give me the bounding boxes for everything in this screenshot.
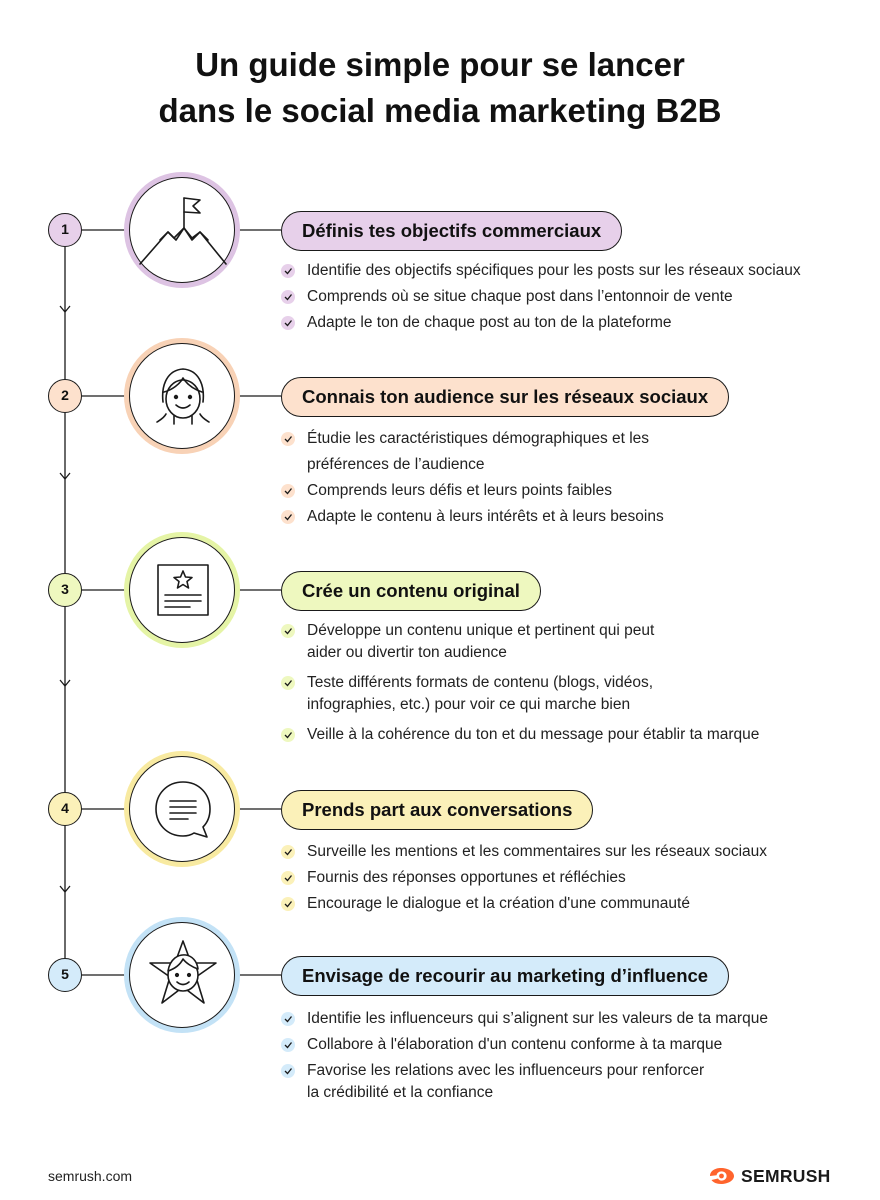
check-icon xyxy=(281,432,295,446)
list-item: Favorise les relations avec les influenc… xyxy=(281,1060,841,1082)
check-icon xyxy=(281,510,295,524)
brand-name: SEMRUSH xyxy=(741,1165,831,1186)
step-2-icon-circle xyxy=(129,343,235,449)
list-item: Veille à la cohérence du ton et du messa… xyxy=(281,724,841,746)
check-icon xyxy=(281,264,295,278)
step-1-title: Définis tes objectifs commerciaux xyxy=(281,211,623,251)
semrush-flame-icon xyxy=(710,1168,734,1184)
step-2-title: Connais ton audience sur les réseaux soc… xyxy=(281,377,730,417)
step-4-title: Prends part aux conversations xyxy=(281,790,594,830)
list-item: Collabore à l'élaboration d'un contenu c… xyxy=(281,1032,841,1058)
check-icon xyxy=(281,871,295,885)
list-item: Développe un contenu unique et pertinent… xyxy=(281,620,841,642)
check-icon xyxy=(281,1012,295,1026)
list-item: Comprends leurs défis et leurs points fa… xyxy=(281,478,841,504)
list-item-continuation: la crédibilité et la confiance xyxy=(307,1084,494,1101)
step-4-bullets: Surveille les mentions et les commentair… xyxy=(281,839,841,917)
check-icon xyxy=(281,316,295,330)
step-5-icon-circle xyxy=(129,922,235,1028)
check-icon xyxy=(281,1038,295,1052)
list-item: Teste différents formats de contenu (blo… xyxy=(281,672,841,694)
title-line-2: dans le social media marketing B2B xyxy=(158,92,722,129)
list-item: Adapte le ton de chaque post au ton de l… xyxy=(281,310,841,336)
step-number-3: 3 xyxy=(48,573,82,607)
list-item-continuation: préférences de l’audience xyxy=(307,456,485,473)
step-number-1: 1 xyxy=(48,213,82,247)
list-item: Encourage le dialogue et la création d'u… xyxy=(281,891,841,917)
page-title: Un guide simple pour se lancer dans le s… xyxy=(0,42,880,134)
step-3-bullets: Développe un contenu unique et pertinent… xyxy=(281,620,841,746)
content-card-star-icon xyxy=(157,564,209,616)
footer-url[interactable]: semrush.com xyxy=(48,1168,133,1184)
step-number-4: 4 xyxy=(48,792,82,826)
check-icon xyxy=(281,845,295,859)
semrush-logo[interactable]: SEMRUSH xyxy=(708,1163,831,1189)
list-item: Identifie les influenceurs qui s’alignen… xyxy=(281,1006,841,1032)
check-icon xyxy=(281,897,295,911)
list-item: Fournis des réponses opportunes et réflé… xyxy=(281,865,841,891)
speech-bubble-icon xyxy=(155,781,211,838)
mountain-flag-icon xyxy=(139,197,227,265)
list-item: Étudie les caractéristiques démographiqu… xyxy=(281,426,841,452)
influencer-star-icon xyxy=(149,940,217,1004)
person-face-icon xyxy=(156,368,210,425)
list-item: Surveille les mentions et les commentair… xyxy=(281,839,841,865)
step-2-bullets: Étudie les caractéristiques démographiqu… xyxy=(281,426,841,530)
step-number-2: 2 xyxy=(48,379,82,413)
list-item-continuation: infographies, etc.) pour voir ce qui mar… xyxy=(307,696,631,713)
step-3-title: Crée un contenu original xyxy=(281,571,541,611)
check-icon xyxy=(281,624,295,638)
step-1-bullets: Identifie des objectifs spécifiques pour… xyxy=(281,258,841,336)
check-icon xyxy=(281,1064,295,1078)
list-item: Adapte le contenu à leurs intérêts et à … xyxy=(281,504,841,530)
step-number-5: 5 xyxy=(48,958,82,992)
list-item: Comprends où se situe chaque post dans l… xyxy=(281,284,841,310)
check-icon xyxy=(281,728,295,742)
check-icon xyxy=(281,676,295,690)
check-icon xyxy=(281,290,295,304)
list-item: Identifie des objectifs spécifiques pour… xyxy=(281,258,841,284)
title-line-1: Un guide simple pour se lancer xyxy=(195,46,685,83)
step-5-title: Envisage de recourir au marketing d’infl… xyxy=(281,956,730,996)
check-icon xyxy=(281,484,295,498)
list-item-continuation: aider ou divertir ton audience xyxy=(307,644,507,661)
step-4-icon-circle xyxy=(129,756,235,862)
step-3-icon-circle xyxy=(129,537,235,643)
step-1-icon-circle xyxy=(129,177,235,283)
step-5-bullets: Identifie les influenceurs qui s’alignen… xyxy=(281,1006,841,1104)
